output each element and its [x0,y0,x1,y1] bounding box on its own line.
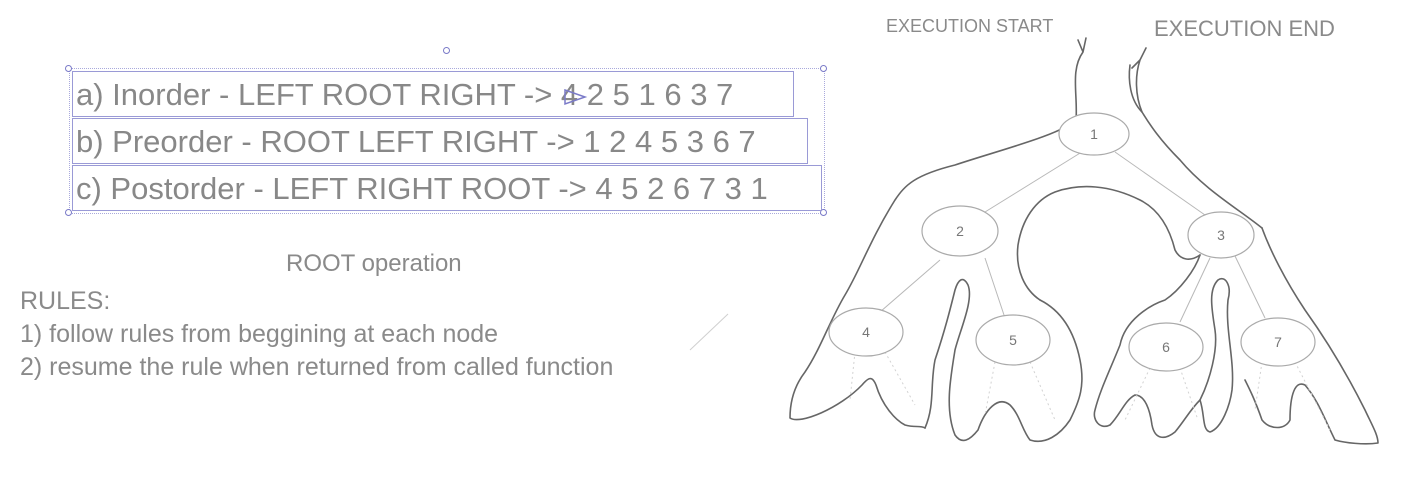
resize-handle-top-left[interactable] [65,65,72,72]
node-label: 7 [1274,334,1282,350]
node-ellipse [921,205,999,257]
node-ellipse [828,307,904,357]
execution-end-label: EXECUTION END [1154,16,1335,41]
edge-2-4 [879,259,941,313]
node-ellipse [1187,211,1255,259]
tree-node-1: 1 [1058,112,1130,156]
rule-2: 2) resume the rule when returned from ca… [20,353,614,381]
node-label: 1 [1090,126,1098,142]
node-ellipse [1128,322,1204,372]
preorder-text: b) Preorder - ROOT LEFT RIGHT -> 1 2 4 5… [76,124,756,159]
edge-3-7 [1234,255,1266,319]
resize-handle-bottom-right[interactable] [820,209,827,216]
node-ellipse [1058,112,1130,156]
inorder-box[interactable] [72,71,794,117]
edge-3-6 [1179,257,1211,323]
tree-edges [879,149,1266,323]
tree-node-3: 3 [1187,211,1255,259]
rotate-handle[interactable] [443,47,450,54]
edge-2-5 [984,257,1006,319]
node-label: 4 [862,324,870,340]
tree-node-4: 4 [828,307,904,357]
stray-stroke [689,313,729,351]
node-label: 5 [1009,332,1017,348]
node-label: 6 [1162,339,1170,355]
rule-1: 1) follow rules from beggining at each n… [20,320,499,348]
tree-node-6: 6 [1128,322,1204,372]
resize-handle-bottom-left[interactable] [65,209,72,216]
postorder-box[interactable] [72,165,822,211]
root-operation-caption: ROOT operation [286,250,462,277]
node-label: 2 [956,223,964,239]
inorder-text: a) Inorder - LEFT ROOT RIGHT -> 4 2 5 1 … [76,77,734,112]
selection-outline [69,68,825,214]
tree-node-2: 2 [921,205,999,257]
leaf-stubs [849,351,1331,431]
edge-1-2 [984,149,1086,213]
tree-node-5: 5 [975,314,1051,366]
node-label: 3 [1217,227,1225,243]
execution-start-label: EXECUTION START [886,16,1054,36]
tree-node-7: 7 [1240,317,1316,367]
node-ellipse [975,314,1051,366]
edge-1-3 [1114,151,1206,216]
traversal-contour [789,37,1379,445]
tree-nodes: 1 2 3 4 5 6 7 [828,112,1316,372]
rules-heading: RULES: [20,287,111,315]
resize-handle-top-right[interactable] [820,65,827,72]
node-ellipse [1240,317,1316,367]
preorder-box[interactable] [72,118,808,164]
postorder-text: c) Postorder - LEFT RIGHT ROOT -> 4 5 2 … [76,171,768,206]
